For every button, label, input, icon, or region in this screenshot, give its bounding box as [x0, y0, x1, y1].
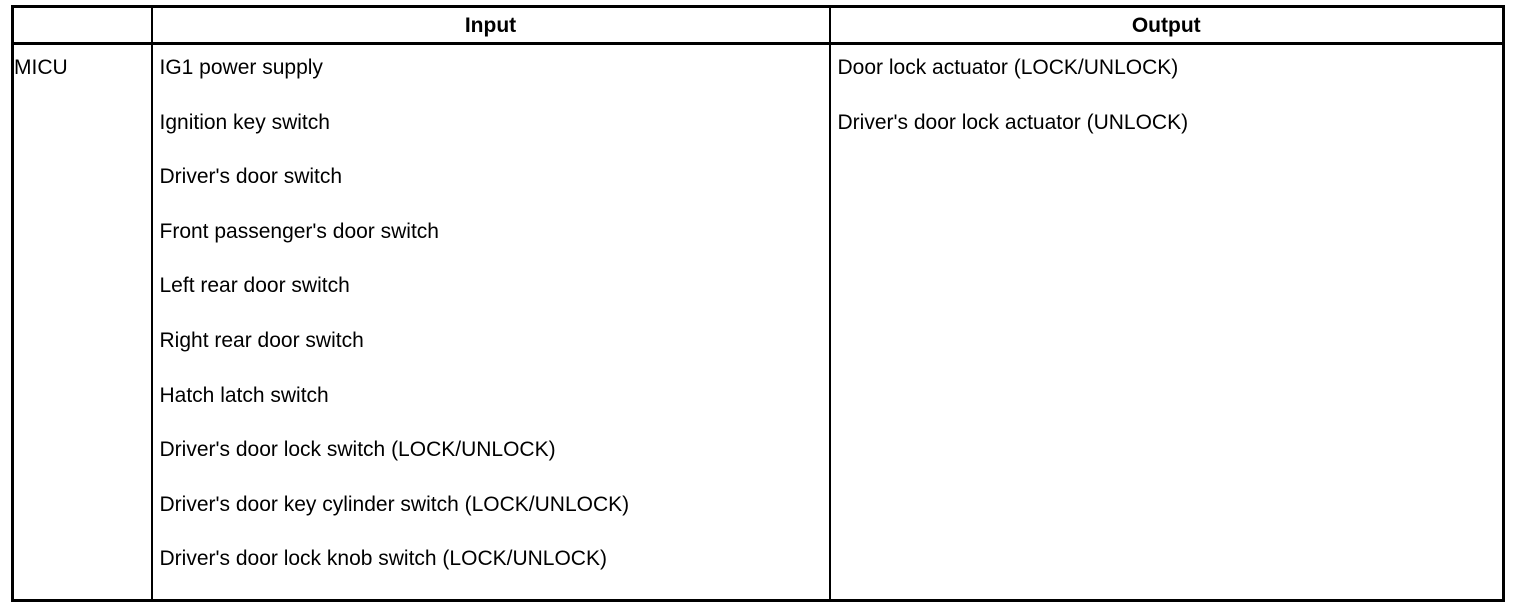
input-item: Right rear door switch — [159, 328, 364, 352]
column-header-input: Input — [151, 6, 831, 45]
input-item: Driver's door lock knob switch (LOCK/UNL… — [159, 547, 607, 571]
input-item: Left rear door switch — [159, 274, 350, 298]
input-item: IG1 power supply — [159, 56, 323, 79]
output-item: Driver's door lock actuator (UNLOCK) — [837, 110, 1189, 134]
output-item: Door lock actuator (LOCK/UNLOCK) — [837, 56, 1179, 79]
column-header-system — [12, 6, 153, 45]
io-table-container: Input Output MICU IG1 power supply Ignit… — [11, 5, 1505, 602]
input-item: Driver's door switch — [159, 165, 343, 189]
system-name-label: MICU — [14, 56, 68, 79]
cell-system: MICU — [12, 43, 153, 601]
input-item: Ignition key switch — [159, 110, 330, 134]
header-row: Input Output — [12, 6, 1504, 45]
table-header: Input Output — [12, 6, 1504, 45]
input-item: Front passenger's door switch — [159, 219, 439, 243]
input-item: Hatch latch switch — [159, 383, 329, 407]
input-output-table: Input Output MICU IG1 power supply Ignit… — [11, 5, 1505, 602]
input-item: Driver's door key cylinder switch (LOCK/… — [159, 492, 630, 516]
column-header-output: Output — [829, 6, 1504, 45]
input-item: Driver's door lock switch (LOCK/UNLOCK) — [159, 438, 556, 462]
table-row: MICU IG1 power supply Ignition key switc… — [12, 43, 1504, 601]
cell-input-list: IG1 power supply Ignition key switch Dri… — [151, 43, 831, 601]
cell-output-list: Door lock actuator (LOCK/UNLOCK) Driver'… — [830, 44, 1504, 601]
table-body: MICU IG1 power supply Ignition key switc… — [12, 43, 1504, 601]
